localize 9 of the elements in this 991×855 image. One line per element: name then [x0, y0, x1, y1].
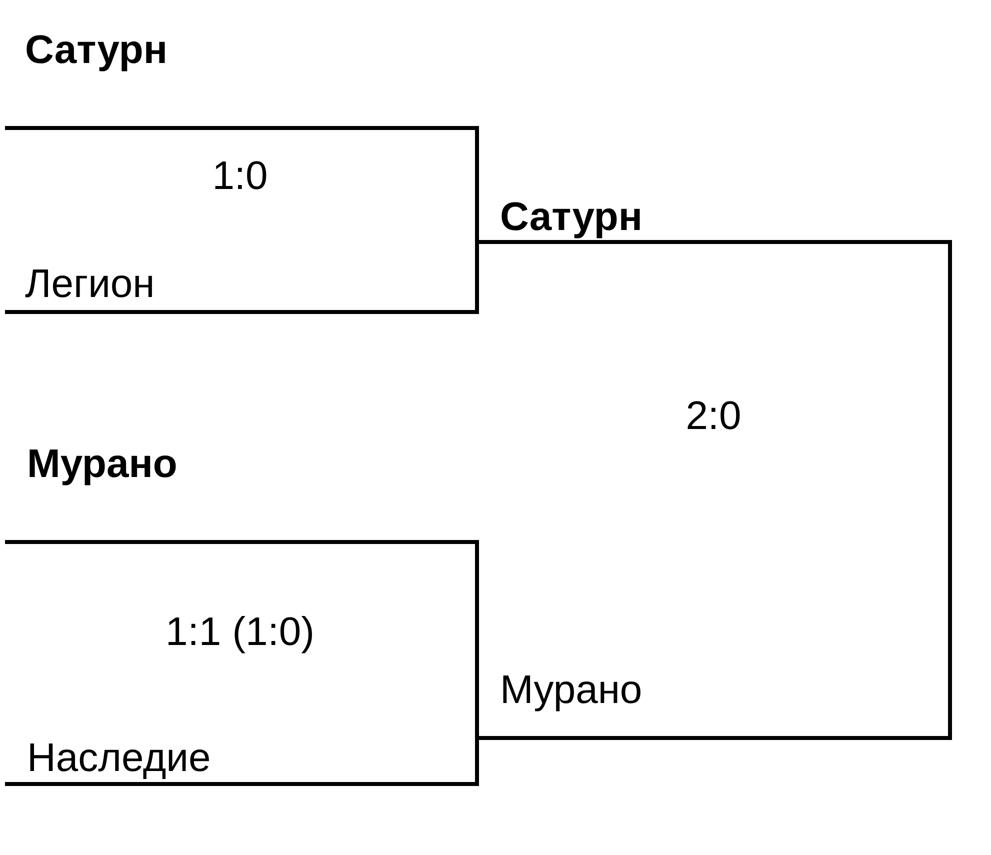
match-score: 2:0: [686, 393, 742, 440]
winner-name: Сатурн: [25, 27, 168, 74]
match-score: 1:0: [212, 153, 268, 200]
winner-name: Мурано: [27, 441, 178, 488]
team-name: Мурано: [500, 667, 642, 714]
winner-name: Сатурн: [500, 194, 643, 241]
team-name: Легион: [25, 261, 155, 308]
match-score: 1:1 (1:0): [166, 609, 314, 656]
team-name: Наследие: [27, 735, 211, 782]
